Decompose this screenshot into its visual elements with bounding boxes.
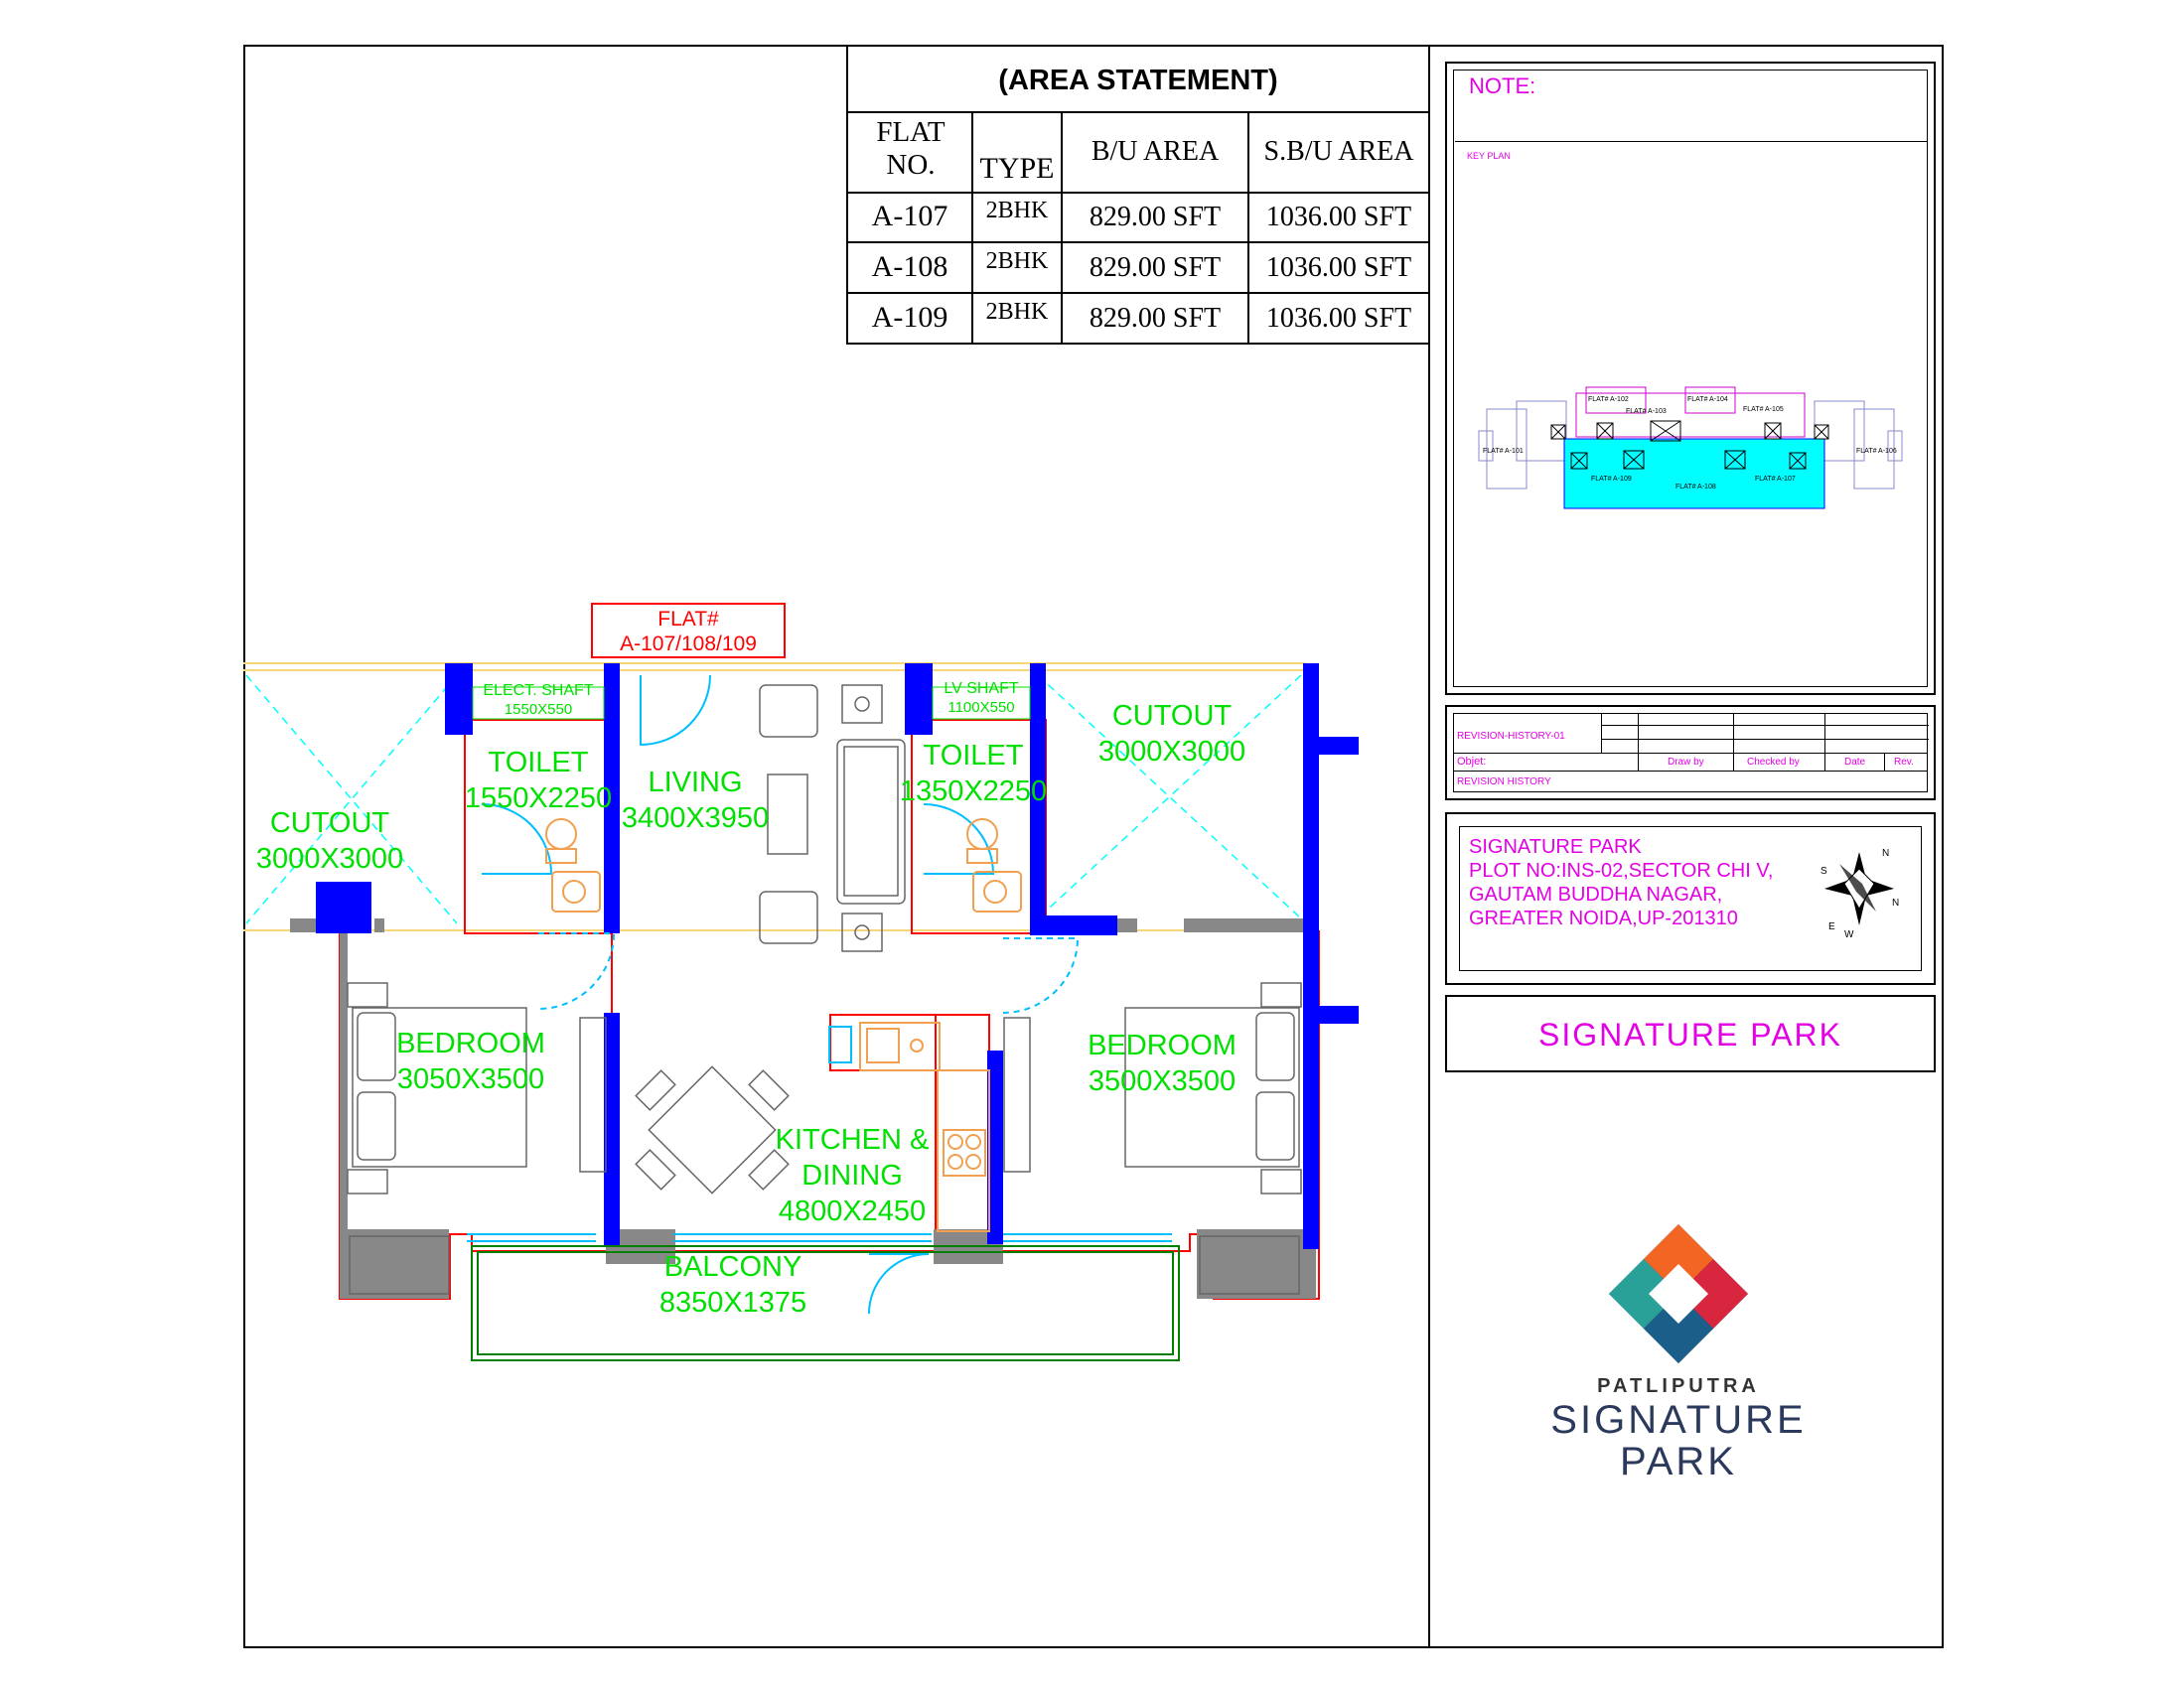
address-line1: SIGNATURE PARK	[1469, 836, 1642, 858]
row-sbu: 1036.00 SFT	[1265, 303, 1412, 334]
bedroom-right-name: BEDROOM	[1088, 1030, 1237, 1061]
living-name: LIVING	[648, 767, 742, 798]
row-bu: 829.00 SFT	[1089, 303, 1222, 334]
furniture	[347, 684, 1302, 1295]
row-type: 2BHK	[985, 299, 1049, 325]
area-statement-table: (AREA STATEMENT) FLAT NO. TYPE B/U AREA …	[846, 45, 1428, 345]
bedroom-left-name: BEDROOM	[396, 1028, 545, 1059]
revision-rev: Rev.	[1894, 757, 1914, 768]
row-bu: 829.00 SFT	[1089, 252, 1222, 283]
row-sbu: 1036.00 SFT	[1265, 202, 1412, 232]
sheet-border	[243, 45, 1944, 1648]
compass-icon: N N S E W	[1820, 848, 1899, 940]
address-line3: GAUTAM BUDDHA NAGAR,	[1469, 884, 1723, 906]
key-plan-label: KEY PLAN	[1467, 151, 1511, 161]
address-line4: GREATER NOIDA,UP-201310	[1469, 908, 1738, 929]
key-flat-105: FLAT# A-105	[1743, 406, 1784, 413]
key-flat-109: FLAT# A-109	[1591, 476, 1632, 483]
toilet-left-name: TOILET	[489, 747, 589, 778]
cutout-right-name: CUTOUT	[1112, 700, 1233, 732]
toilet-left-size: 1550X2250	[465, 782, 612, 814]
flat-tag: FLAT# A-107/108/109	[591, 603, 786, 658]
note-keyplan-box: NOTE: KEY PLAN	[1445, 62, 1936, 695]
revision-history-box: REVISION-HISTORY-01 Objet: Draw by Check…	[1445, 705, 1936, 800]
key-flat-104: FLAT# A-104	[1687, 396, 1728, 403]
compass-s: S	[1820, 866, 1827, 877]
revision-footer: REVISION HISTORY	[1457, 776, 1551, 787]
floor-plan: FLAT# A-107/108/109	[243, 603, 1359, 1361]
balcony-railing	[471, 1245, 1180, 1361]
logo-line3: PARK	[1620, 1440, 1737, 1483]
compass-w: W	[1844, 929, 1854, 940]
kitchen-line2: DINING	[801, 1160, 903, 1192]
balcony-size: 8350X1375	[659, 1287, 806, 1319]
row-flat: A-107	[871, 200, 948, 232]
revision-checked-by: Checked by	[1747, 757, 1800, 768]
flat-tag-label: FLAT#	[657, 608, 719, 631]
row-type: 2BHK	[985, 248, 1049, 274]
header-type: TYPE	[979, 152, 1055, 185]
compass-e-label: N	[1892, 898, 1899, 909]
header-flat-no: FLAT NO.	[876, 116, 946, 181]
cutout-left	[245, 674, 458, 924]
key-plan-drawing: FLAT# A-101 FLAT# A-102 FLAT# A-103 FLAT…	[1478, 386, 1903, 509]
key-flat-101: FLAT# A-101	[1483, 448, 1524, 455]
cutout-left-name: CUTOUT	[270, 807, 390, 839]
logo-line2: SIGNATURE	[1550, 1398, 1807, 1442]
balcony-name: BALCONY	[664, 1251, 802, 1283]
key-flat-107: FLAT# A-107	[1755, 476, 1796, 483]
bedroom-left-size: 3050X3500	[397, 1063, 544, 1095]
living-size: 3400X3950	[622, 802, 769, 834]
revision-objet: Objet:	[1457, 756, 1487, 768]
header-sbu-area: S.B/U AREA	[1263, 136, 1414, 167]
key-flat-103: FLAT# A-103	[1626, 408, 1667, 415]
row-flat: A-108	[871, 250, 948, 283]
panel-divider	[1428, 45, 1430, 1648]
project-name-box: SIGNATURE PARK	[1445, 995, 1936, 1072]
compass-n: N	[1882, 848, 1889, 859]
logo-line1: PATLIPUTRA	[1597, 1375, 1760, 1397]
area-statement-title: (AREA STATEMENT)	[998, 65, 1278, 96]
row-bu: 829.00 SFT	[1089, 202, 1222, 232]
revision-draw-by: Draw by	[1668, 757, 1704, 768]
key-flat-108: FLAT# A-108	[1675, 484, 1716, 491]
revision-title: REVISION-HISTORY-01	[1457, 731, 1565, 742]
patliputra-logo-icon	[1609, 1224, 1748, 1363]
address-box: SIGNATURE PARK PLOT NO:INS-02,SECTOR CHI…	[1445, 812, 1936, 985]
address-line2: PLOT NO:INS-02,SECTOR CHI V,	[1469, 860, 1774, 882]
project-name: SIGNATURE PARK	[1538, 1017, 1842, 1053]
compass-e: E	[1828, 921, 1835, 932]
structural-walls	[316, 663, 1359, 1249]
toilet-right-size: 1350X2250	[900, 775, 1047, 807]
row-type: 2BHK	[985, 198, 1049, 223]
cutout-right	[1037, 674, 1302, 919]
elect-shaft-name: ELECT. SHAFT	[483, 682, 593, 699]
lv-shaft-size: 1100X550	[947, 699, 1014, 716]
row-flat: A-109	[871, 301, 948, 334]
key-flat-102: FLAT# A-102	[1588, 396, 1629, 403]
key-flat-106: FLAT# A-106	[1856, 448, 1897, 455]
cutout-left-size: 3000X3000	[256, 843, 403, 875]
lv-shaft-name: LV SHAFT	[944, 680, 1019, 697]
revision-date: Date	[1844, 757, 1866, 768]
key-plan-highlight	[1563, 438, 1825, 509]
kitchen-size: 4800X2450	[779, 1196, 926, 1227]
toilet-right-name: TOILET	[924, 740, 1024, 772]
row-sbu: 1036.00 SFT	[1265, 252, 1412, 283]
kitchen-line1: KITCHEN &	[776, 1124, 930, 1156]
elect-shaft-size: 1550X550	[505, 701, 572, 718]
note-label: NOTE:	[1469, 73, 1536, 98]
flat-tag-value: A-107/108/109	[620, 633, 757, 655]
header-bu-area: B/U AREA	[1091, 136, 1220, 167]
bedroom-right-size: 3500X3500	[1089, 1065, 1236, 1097]
cutout-right-size: 3000X3000	[1098, 736, 1245, 768]
toilet-fixtures	[545, 818, 1022, 1232]
